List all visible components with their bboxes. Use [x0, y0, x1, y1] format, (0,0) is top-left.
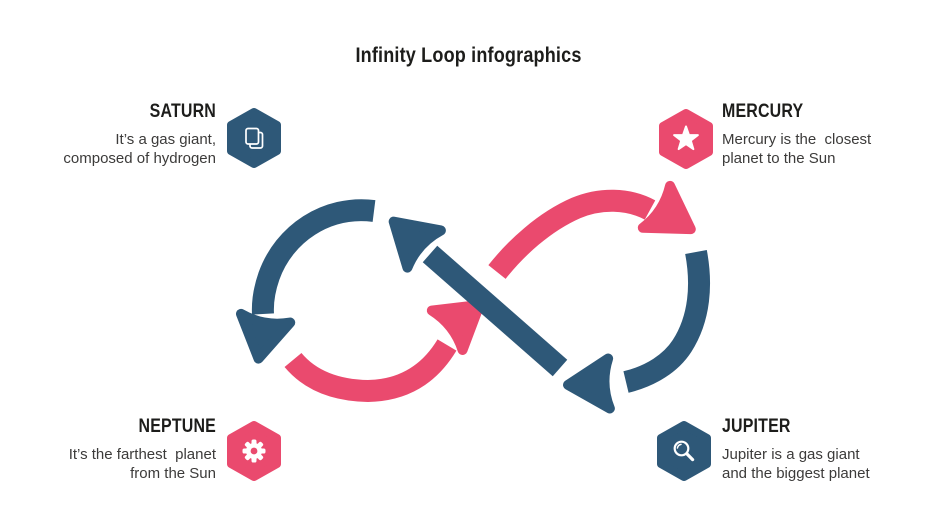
neptune-hex-badge [227, 421, 281, 481]
neptune-title: NEPTUNE [138, 416, 216, 437]
arrowhead-center [426, 299, 485, 355]
jupiter-description: Jupiter is a gas giant and the biggest p… [722, 446, 870, 482]
mercury-description: Mercury is the closest planet to the Sun [722, 131, 872, 167]
jupiter-block: JUPITER Jupiter is a gas giant and the b… [722, 417, 937, 483]
arrowhead-bottom-right [563, 353, 615, 414]
star-icon [673, 125, 699, 151]
neptune-block: NEPTUNE It’s the farthest planet from th… [20, 417, 216, 483]
copy-icon [245, 127, 264, 149]
left-top-arc [251, 199, 376, 315]
left-bottom-arc [284, 339, 457, 403]
saturn-block: SATURN It’s a gas giant, composed of hyd… [20, 102, 216, 168]
mercury-hex-badge [659, 109, 713, 169]
search-icon [673, 440, 695, 462]
right-top-arc [488, 189, 656, 279]
page-title: Infinity Loop infographics [355, 43, 582, 67]
mercury-block: MERCURY Mercury is the closest planet to… [722, 102, 937, 168]
arrowhead-top-center [388, 216, 446, 273]
jupiter-hex-badge [657, 421, 711, 481]
gear-icon [242, 439, 266, 463]
right-side-arc [623, 249, 711, 393]
center-diagonal [422, 245, 568, 377]
mercury-title: MERCURY [722, 101, 804, 122]
neptune-description: It’s the farthest planet from the Sun [68, 446, 216, 482]
arrowhead-right [637, 180, 696, 235]
saturn-description: It’s a gas giant, composed of hydrogen [63, 131, 216, 167]
saturn-hex-badge [227, 108, 281, 168]
arrowhead-bottom-left [235, 308, 296, 364]
saturn-title: SATURN [149, 101, 216, 122]
hexagon [657, 421, 711, 481]
jupiter-title: JUPITER [722, 416, 791, 437]
